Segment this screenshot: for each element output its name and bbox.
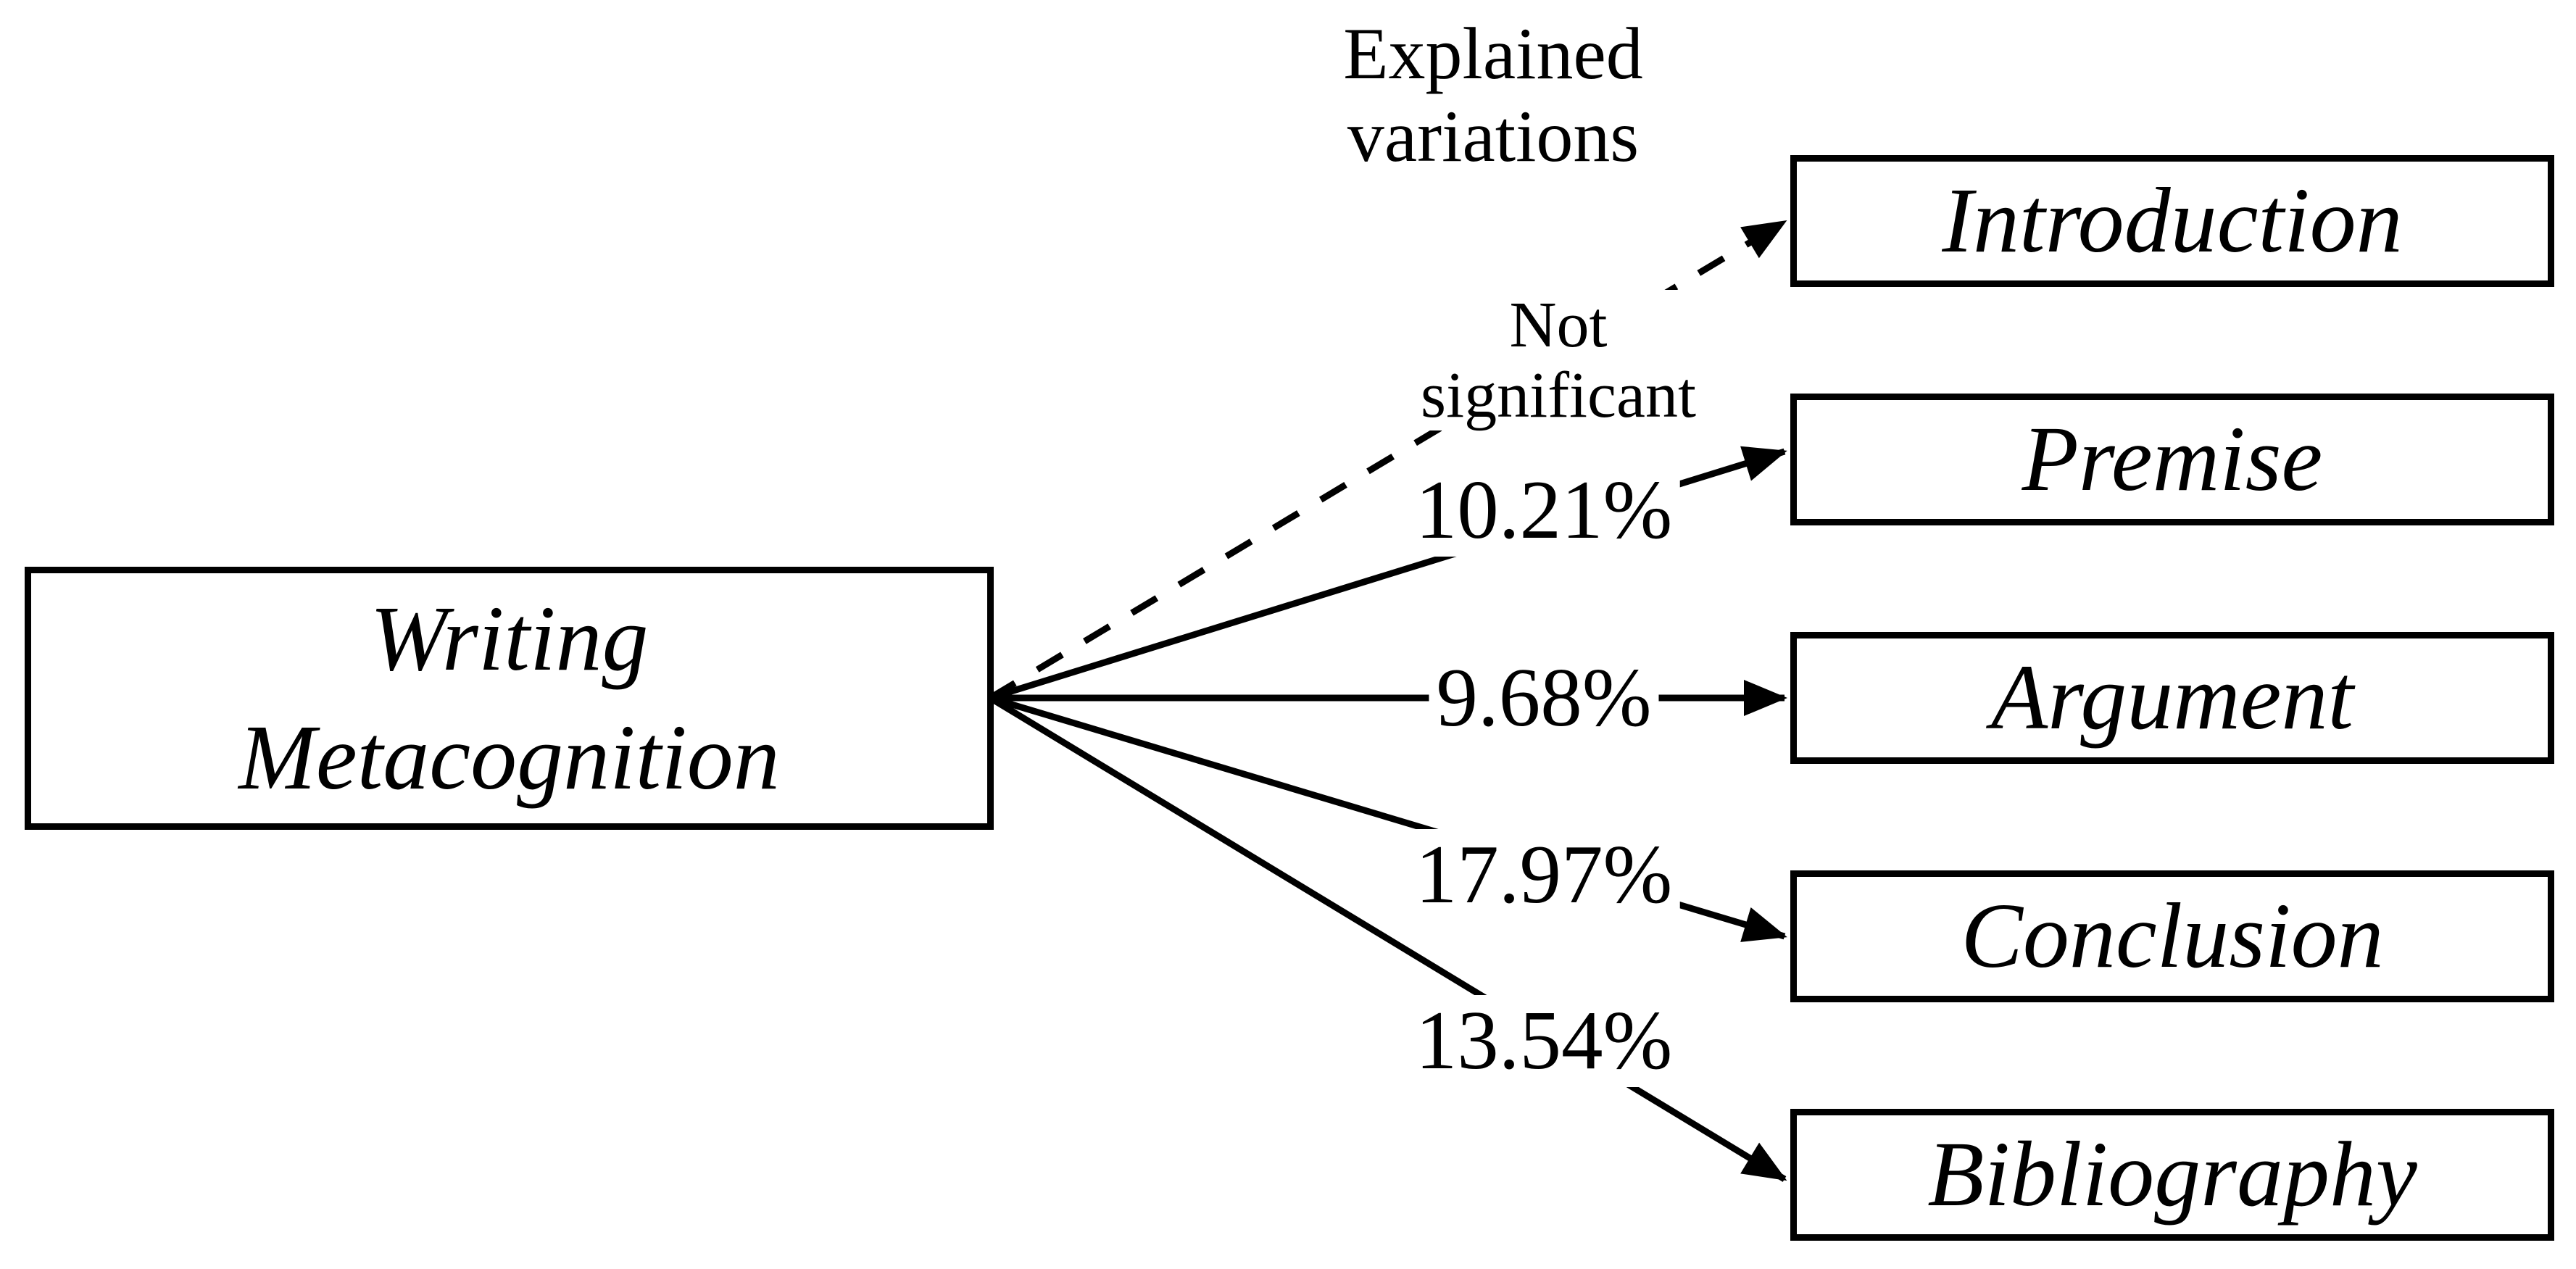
writing-metacognition-label: Writing Metacognition [238, 586, 780, 809]
introduction-label: Introduction [1942, 169, 2403, 272]
argument-label: Argument [1990, 646, 2354, 749]
premise-label: Premise [2022, 407, 2323, 511]
conclusion-percent-label: 17.97% [1408, 828, 1680, 921]
explained-variations-header: Explained variations [1343, 13, 1643, 179]
target-box-argument: Argument [1790, 632, 2554, 764]
target-box-conclusion: Conclusion [1790, 870, 2554, 1002]
writing-metacognition-box: Writing Metacognition [25, 567, 994, 830]
argument-percent-label: 9.68% [1429, 652, 1659, 744]
premise-percent-label: 10.21% [1408, 464, 1680, 557]
not-significant-label: Not significant [1413, 290, 1703, 430]
bibliography-label: Bibliography [1927, 1123, 2417, 1226]
arrow-bibliography [988, 695, 1787, 1182]
bibliography-percent-label: 13.54% [1408, 994, 1680, 1087]
target-box-premise: Premise [1790, 394, 2554, 525]
target-box-introduction: Introduction [1790, 155, 2554, 287]
target-box-bibliography: Bibliography [1790, 1109, 2554, 1241]
conclusion-label: Conclusion [1961, 884, 2384, 988]
